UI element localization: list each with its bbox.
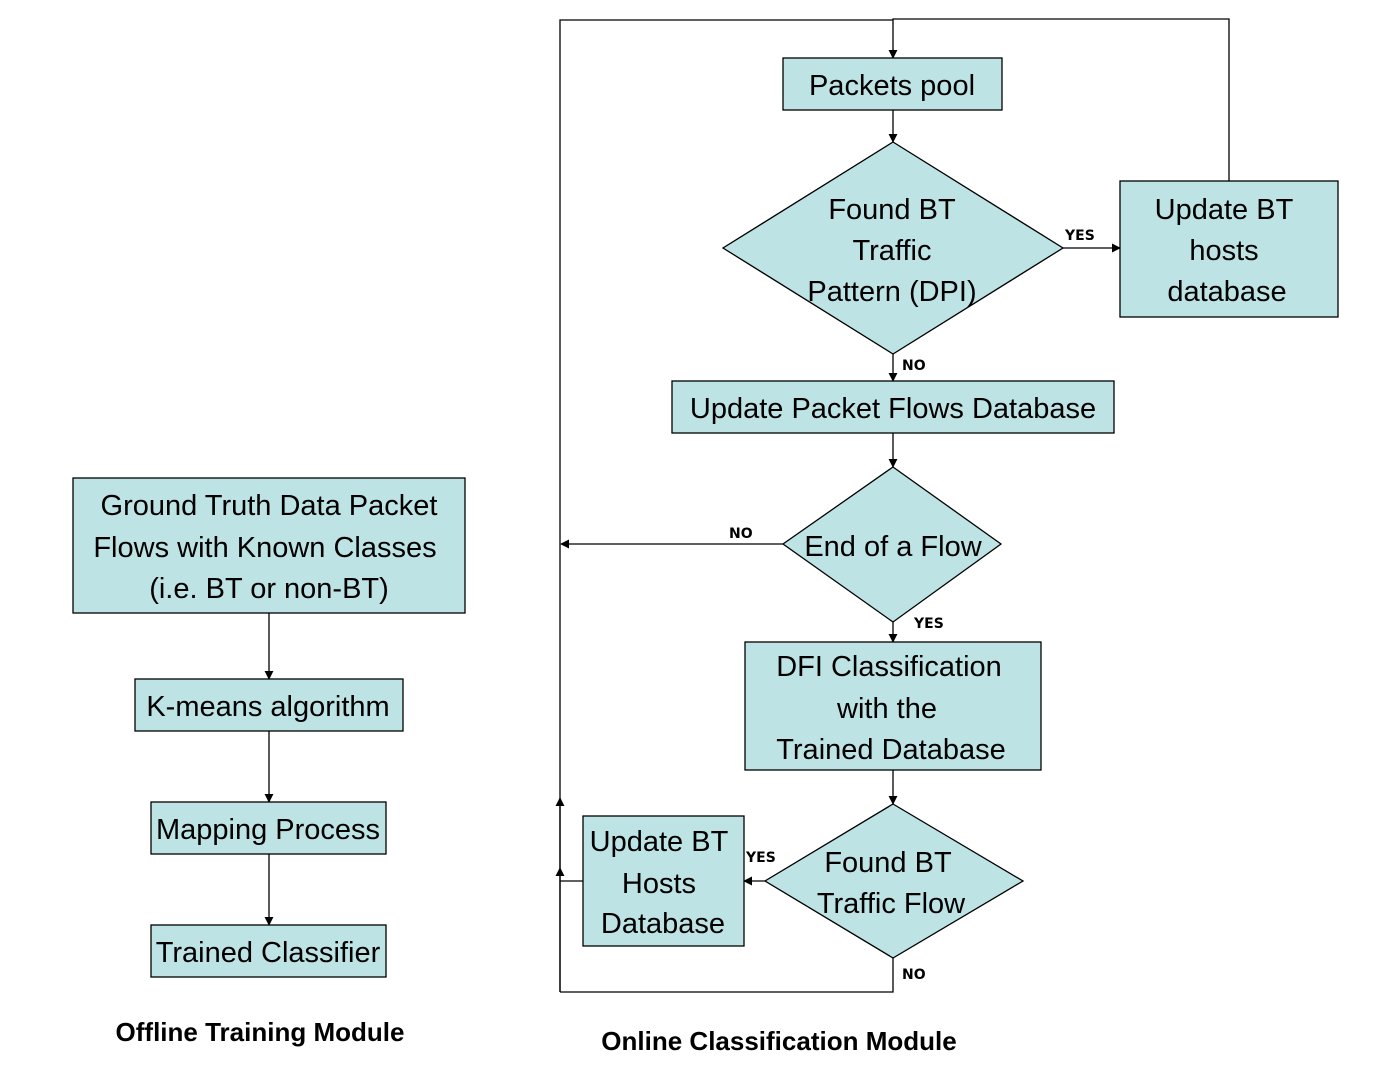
end-of-flow-label: End of a Flow	[804, 531, 982, 563]
edge-left-loop-to-pool	[559, 19, 893, 992]
label-flow-no: NO	[902, 967, 926, 983]
label-eof-yes: YES	[913, 616, 944, 632]
hosts-bottom-line-3: Database	[601, 908, 725, 940]
flow-decision-line-2: Traffic Flow	[817, 888, 966, 920]
hosts-top-line-3: database	[1167, 276, 1286, 308]
hosts-bottom-line-1: Update BT	[590, 826, 729, 858]
kmeans-label: K-means algorithm	[146, 691, 389, 723]
mapping-label: Mapping Process	[156, 814, 380, 846]
packet-flows-label: Update Packet Flows Database	[690, 393, 1096, 425]
node-trained-classifier: Trained Classifier	[150, 924, 387, 978]
label-flow-yes: YES	[745, 850, 776, 866]
node-update-packet-flows-db: Update Packet Flows Database	[671, 380, 1115, 434]
ground-truth-line-3: (i.e. BT or non-BT)	[149, 573, 389, 605]
node-end-of-flow-decision: End of a Flow	[781, 466, 1003, 623]
node-update-bt-hosts-bottom: Update BT Hosts Database	[582, 815, 745, 947]
hosts-bottom-line-2: Hosts	[622, 868, 696, 900]
hosts-top-line-2: hosts	[1189, 235, 1258, 267]
dfi-line-3: Trained Database	[776, 734, 1005, 766]
dpi-decision-line-3: Pattern (DPI)	[807, 276, 976, 308]
node-update-bt-hosts-top: Update BT hosts database	[1119, 180, 1339, 318]
dfi-line-1: DFI Classification	[776, 651, 1002, 683]
node-mapping-process: Mapping Process	[150, 801, 387, 855]
node-ground-truth-data: Ground Truth Data Packet Flows with Know…	[72, 477, 466, 614]
node-dfi-classification: DFI Classification with the Trained Data…	[744, 641, 1042, 771]
online-module-title: Online Classification Module	[601, 1026, 956, 1056]
trained-label: Trained Classifier	[156, 937, 381, 969]
dpi-decision-line-1: Found BT	[828, 194, 956, 226]
edge-flowcheck-no-to-loop	[560, 958, 894, 993]
flow-decision-line-1: Found BT	[824, 847, 952, 879]
dpi-decision-line-2: Traffic	[853, 235, 932, 267]
hosts-top-line-1: Update BT	[1155, 194, 1294, 226]
node-kmeans-algorithm: K-means algorithm	[134, 678, 404, 732]
ground-truth-line-2: Flows with Known Classes	[93, 532, 436, 564]
label-dpi-yes: YES	[1064, 228, 1095, 244]
node-found-bt-flow-decision: Found BT Traffic Flow	[763, 803, 1025, 959]
dfi-line-2: with the	[836, 693, 937, 725]
node-packets-pool: Packets pool	[782, 57, 1003, 111]
node-found-bt-pattern-decision: Found BT Traffic Pattern (DPI)	[721, 141, 1065, 355]
ground-truth-line-1: Ground Truth Data Packet	[101, 490, 438, 522]
packets-pool-label: Packets pool	[809, 70, 975, 102]
offline-module-title: Offline Training Module	[116, 1017, 405, 1047]
edge-hosts-top-loop-to-pool	[888, 18, 1230, 181]
label-eof-no: NO	[729, 526, 753, 542]
label-dpi-no: NO	[902, 358, 926, 374]
